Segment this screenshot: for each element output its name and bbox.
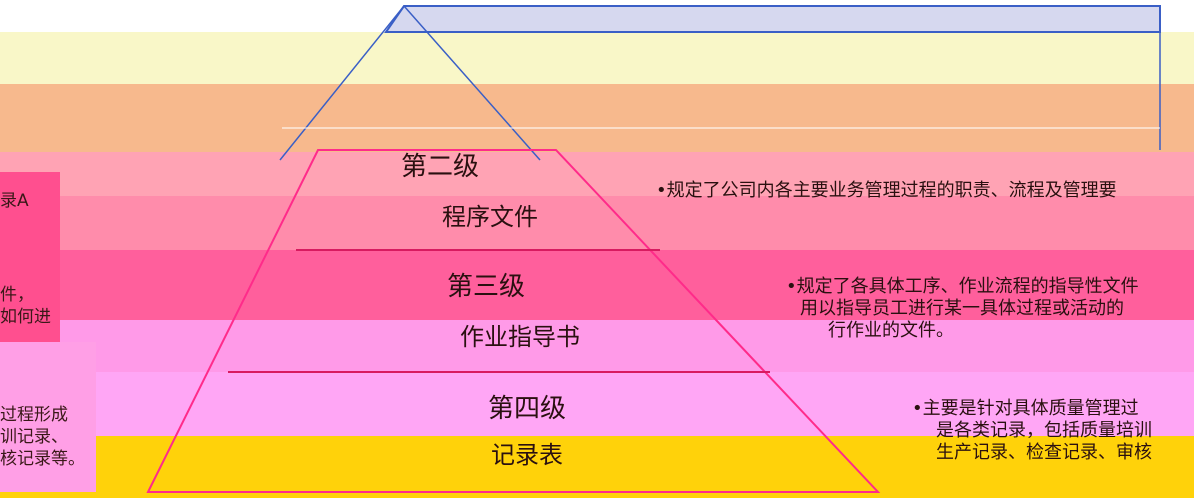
left-text-middle: 件， 如何进 (0, 284, 70, 328)
level4-description: •主要是针对具体质量管理过 是各类记录，包括质量培训 生产记录、检查记录、审核 (912, 398, 1194, 464)
level3-band (0, 250, 1194, 320)
level3-lower-band (0, 320, 1194, 372)
level4-label: 第四级 (487, 394, 566, 424)
desc-line: •主要是针对具体质量管理过 (912, 398, 1139, 419)
level2-pink-band (0, 152, 1194, 196)
left-text-lower: 过程形成 训记录、 核记录等。 (0, 404, 100, 470)
left-line: 过程形成 (0, 405, 68, 425)
desc-line: •规定了公司内各主要业务管理过程的职责、流程及管理要 (656, 180, 1117, 201)
records-band (0, 436, 1194, 498)
level3-description: •规定了各具体工序、作业流程的指导性文件 用以指导员工进行某一具体过程或活动的 … (786, 276, 1194, 342)
left-line: 件， (0, 285, 34, 305)
level2-label: 第二级 (400, 152, 479, 182)
desc-line: 行作业的文件。 (828, 320, 954, 341)
level2-lower-band (0, 196, 1194, 250)
level2-description: •规定了公司内各主要业务管理过程的职责、流程及管理要 (656, 180, 1194, 202)
left-line: 训记录、 (0, 427, 68, 447)
desc-line: 生产记录、检查记录、审核 (936, 442, 1152, 463)
left-panel-lower (0, 342, 96, 492)
left-line: 如何进 (0, 307, 51, 327)
level3-label: 第三级 (446, 272, 525, 302)
desc-line: 是各类记录，包括质量培训 (936, 420, 1152, 441)
left-text-upper: 录A (0, 191, 29, 211)
level4-doc: 记录表 (491, 441, 563, 469)
desc-line: 用以指导员工进行某一具体过程或活动的 (800, 298, 1124, 319)
level4-band (0, 372, 1194, 436)
level2-doc: 程序文件 (442, 203, 538, 231)
level3-doc: 作业指导书 (460, 323, 580, 351)
left-line: 核记录等。 (0, 449, 85, 469)
level1-band (0, 32, 1194, 84)
left-panel-upper (0, 172, 60, 342)
pyramid-apex (384, 5, 1161, 33)
level2-band (0, 84, 1194, 152)
pyramid-body (146, 149, 881, 493)
desc-line: •规定了各具体工序、作业流程的指导性文件 (786, 276, 1139, 297)
